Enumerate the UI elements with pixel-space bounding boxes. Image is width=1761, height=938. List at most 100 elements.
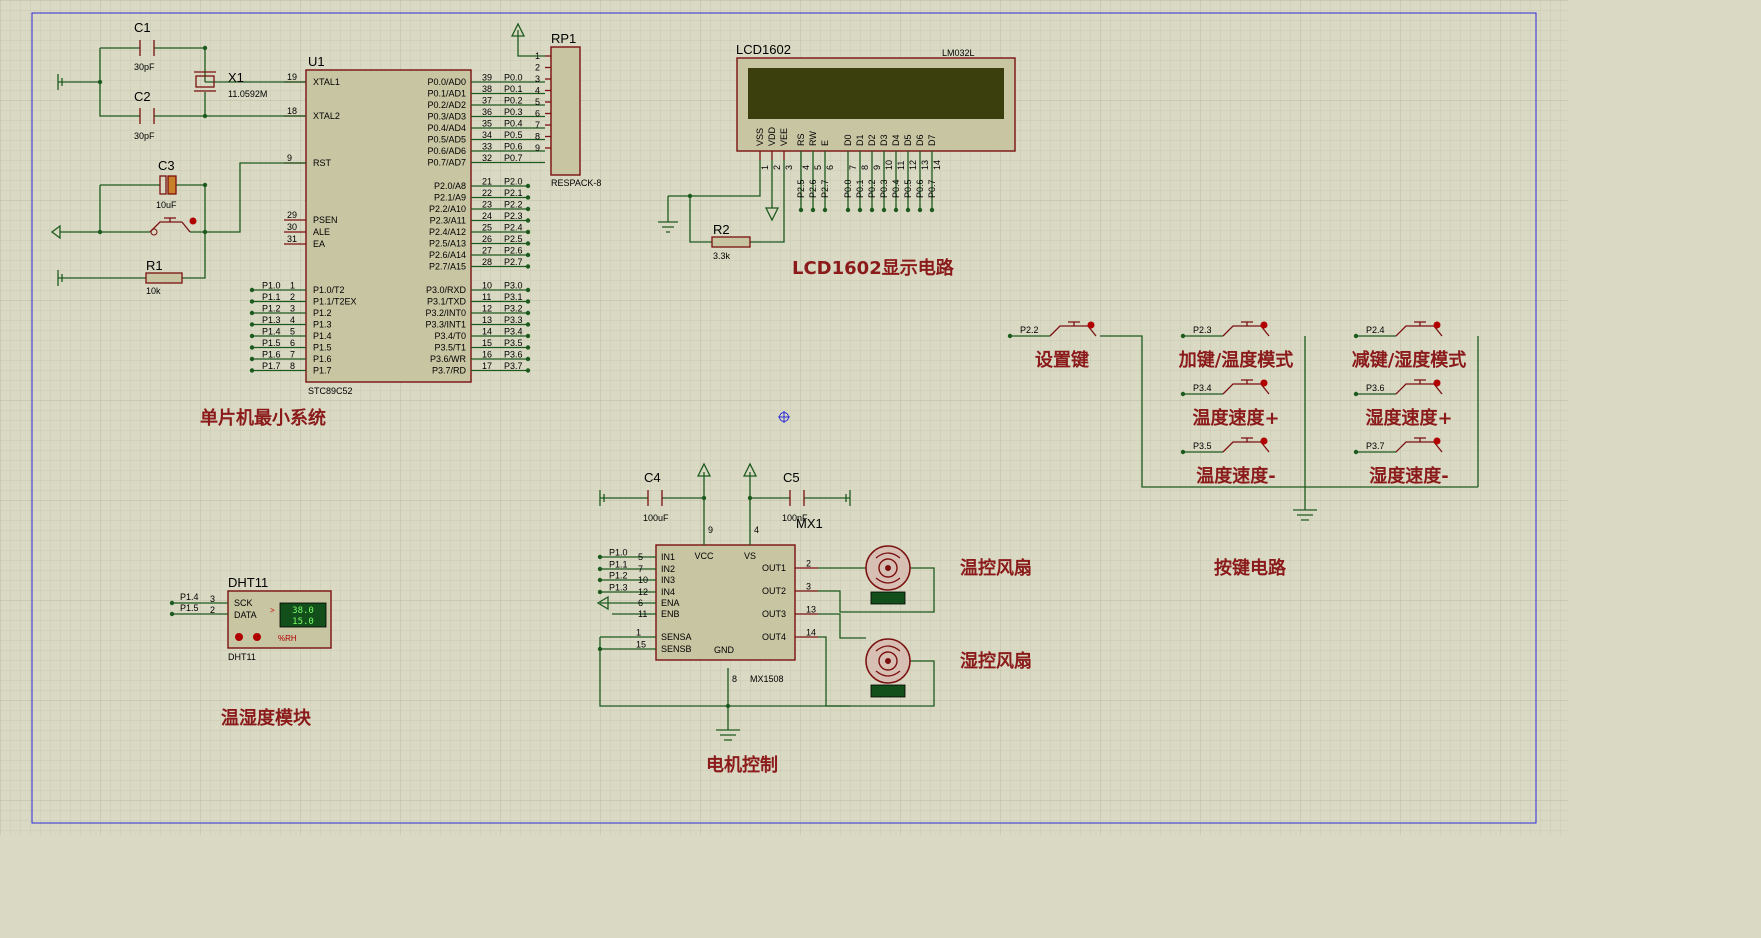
- p3_pins-terminal: [525, 322, 531, 327]
- dht11-down-button[interactable]: [235, 633, 243, 641]
- p3_pins-pin-name: P3.0/RXD: [426, 285, 467, 295]
- section-label-keys: 按键电路: [1214, 557, 1287, 579]
- key-label: 设置键: [1035, 349, 1089, 371]
- lcd-pin-number: 2: [772, 165, 782, 170]
- p2_pins-terminal: [525, 264, 531, 269]
- c1-ref: C1: [134, 20, 151, 35]
- p0_pins-pin-number: 32: [482, 153, 492, 163]
- key-switch[interactable]: P2.3 加键/温度模式: [1178, 321, 1294, 372]
- dht11-net-sck: P1.4: [180, 592, 199, 602]
- p1-pin-number: 5: [290, 327, 295, 337]
- p3_pins-terminal: [525, 368, 531, 373]
- driver-input-terminal: [597, 577, 603, 583]
- p1-net-label: P1.3: [262, 315, 281, 325]
- p0_pins-net-label: P0.4: [504, 119, 523, 129]
- driver-pin-number: 11: [638, 609, 647, 619]
- p2_pins-pin-number: 28: [482, 257, 492, 267]
- p3_pins-net-label: P3.7: [504, 361, 523, 371]
- p2_pins-terminal: [525, 183, 531, 189]
- fan-motor-2[interactable]: [865, 638, 911, 698]
- driver-pin-number: 5: [638, 552, 643, 562]
- p3_pins-pin-name: P3.4/T0: [434, 331, 466, 341]
- lcd-pin-name: RW: [808, 131, 818, 146]
- p0_pins-net-label: P0.1: [504, 84, 523, 94]
- dht11-pin-data: 2: [210, 605, 215, 615]
- r2-value: 3.3k: [713, 251, 731, 261]
- lcd-pin-name: D7: [927, 134, 937, 146]
- driver-pin-number: 10: [638, 575, 648, 585]
- rp1-body[interactable]: [550, 46, 581, 176]
- rp1-pin-number: 3: [535, 74, 540, 84]
- p3_pins-pin-number: 17: [482, 361, 492, 371]
- p3_pins-net-label: P3.6: [504, 350, 523, 360]
- p1-pin-number: 7: [290, 350, 295, 360]
- driver-top-name: VS: [744, 551, 756, 561]
- p3_pins-pin-number: 13: [482, 315, 492, 325]
- driver-out-number: 13: [806, 605, 816, 615]
- gnd-wires: [599, 602, 850, 730]
- lcd-pin-name: D2: [867, 134, 877, 146]
- p1-terminal: [249, 368, 255, 373]
- crystal-plates: [194, 71, 216, 92]
- p0_pins-net-label: P0.6: [504, 142, 523, 152]
- p0_pins-pin-name: P0.6/AD6: [427, 146, 466, 156]
- p0_pins-net-label: P0.7: [504, 153, 523, 163]
- key-switch[interactable]: P2.4减键/湿度模式: [1352, 321, 1467, 372]
- dht11-ref: DHT11: [228, 575, 268, 590]
- p2_pins-pin-name: P2.4/A12: [429, 227, 466, 237]
- p1-pin-name: P1.3: [313, 320, 332, 330]
- fan-motor-1[interactable]: [865, 545, 911, 605]
- p0_pins-pin-number: 35: [482, 119, 492, 129]
- p0_pins-pin-number: 34: [482, 130, 492, 140]
- driver-input-terminal: [597, 554, 603, 560]
- reset-button-icon[interactable]: [149, 217, 191, 233]
- p2_pins-net-label: P2.0: [504, 177, 523, 187]
- push-button-icon: [1222, 321, 1270, 337]
- mcu-pin-number: 19: [287, 72, 297, 82]
- p3_pins-pin-number: 11: [482, 292, 491, 302]
- driver-pin-name: ENB: [661, 609, 680, 619]
- p0_pins-pin-name: P0.1/AD1: [427, 89, 466, 99]
- dht11-up-button[interactable]: [253, 633, 261, 641]
- p3_pins-terminal: [525, 333, 531, 339]
- p3_pins-terminal: [525, 356, 531, 362]
- driver-pin-name: IN3: [661, 575, 675, 585]
- p2_pins-pin-name: P2.0/A8: [434, 181, 466, 191]
- c4-c5-plates: [647, 490, 805, 506]
- mcu-pin-name: XTAL1: [313, 77, 340, 87]
- lcd-terminal: [798, 207, 804, 213]
- p1-terminal: [249, 333, 255, 339]
- key-label: 加键/温度模式: [1178, 349, 1294, 371]
- driver-out-name: OUT1: [762, 563, 786, 573]
- p2_pins-net-label: P2.7: [504, 257, 523, 267]
- mcu-pin-name: PSEN: [313, 215, 338, 225]
- push-button-icon: [1395, 379, 1443, 395]
- c5-ref: C5: [783, 470, 800, 485]
- lcd-screen: [748, 68, 1004, 119]
- r1-value: 10k: [146, 286, 161, 296]
- r1-ref: R1: [146, 258, 163, 273]
- key-label: 减键/湿度模式: [1352, 349, 1467, 371]
- rp1-ref: RP1: [551, 31, 576, 46]
- dht11-unit: %RH: [278, 634, 297, 643]
- p1-pin-number: 4: [290, 315, 295, 325]
- dht11-humidity: 15.0: [292, 617, 314, 627]
- key-net-label: P2.3: [1193, 325, 1212, 335]
- mcu-part: STC89C52: [308, 386, 353, 396]
- p2_pins-pin-name: P2.6/A14: [429, 250, 466, 260]
- p1-net-label: P1.1: [262, 292, 281, 302]
- lcd-terminal: [822, 207, 828, 213]
- key-button-dot: [1433, 437, 1441, 445]
- lcd-terminal: [881, 207, 887, 213]
- mcu-body[interactable]: [305, 69, 472, 383]
- fan-label-2: 湿控风扇: [960, 650, 1032, 672]
- lcd-part: LM032L: [942, 48, 975, 58]
